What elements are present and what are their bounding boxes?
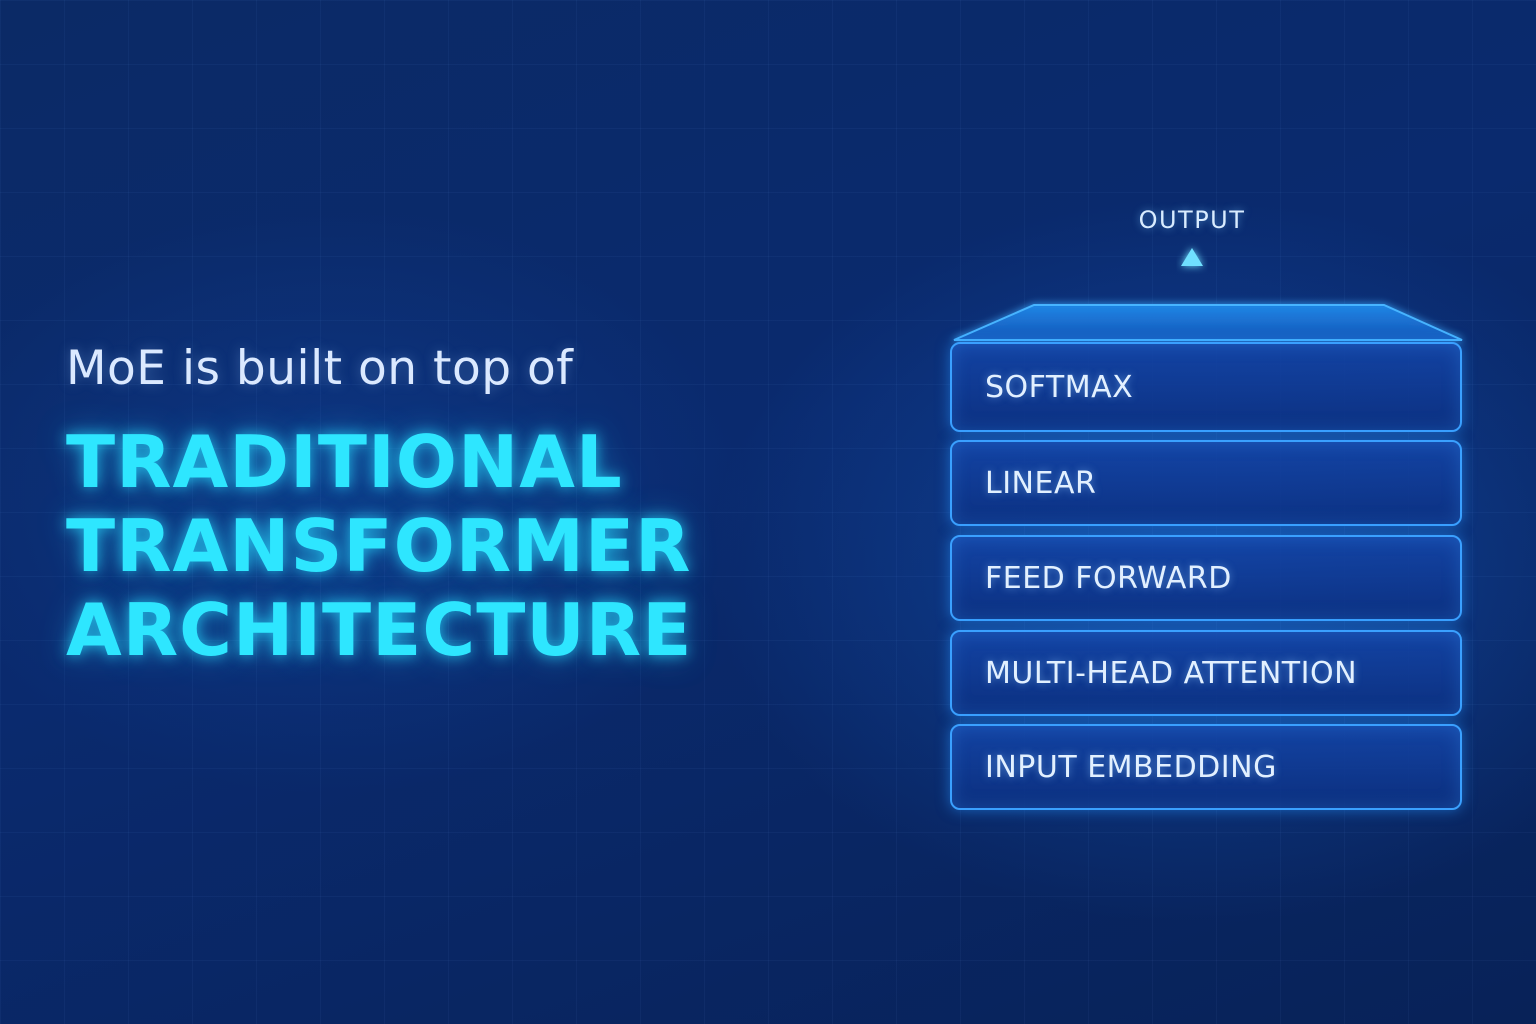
- layer-label: MULTI-HEAD ATTENTION: [985, 655, 1358, 691]
- headline-title: TRADITIONAL TRANSFORMER ARCHITECTURE: [66, 420, 826, 672]
- output-arrow-icon: [1181, 248, 1203, 320]
- layer-linear: LINEAR: [950, 440, 1462, 526]
- headline-title-line-1: TRADITIONAL: [66, 420, 623, 504]
- layer-label: LINEAR: [985, 465, 1097, 501]
- headline: MoE is built on top of TRADITIONAL TRANS…: [66, 340, 826, 672]
- headline-title-line-3: ARCHITECTURE: [66, 588, 693, 672]
- layer-multi-head-attention: MULTI-HEAD ATTENTION: [950, 630, 1462, 716]
- headline-title-line-2: TRANSFORMER: [66, 504, 692, 588]
- layer-label: FEED FORWARD: [985, 560, 1232, 596]
- layer-label: SOFTMAX: [985, 369, 1134, 405]
- layer-softmax: SOFTMAX: [950, 342, 1462, 432]
- headline-subtitle: MoE is built on top of: [66, 341, 574, 396]
- layer-label: INPUT EMBEDDING: [985, 749, 1277, 785]
- output-label: OUTPUT: [1138, 206, 1246, 234]
- layer-feed-forward: FEED FORWARD: [950, 535, 1462, 621]
- layer-input-embedding: INPUT EMBEDDING: [950, 724, 1462, 810]
